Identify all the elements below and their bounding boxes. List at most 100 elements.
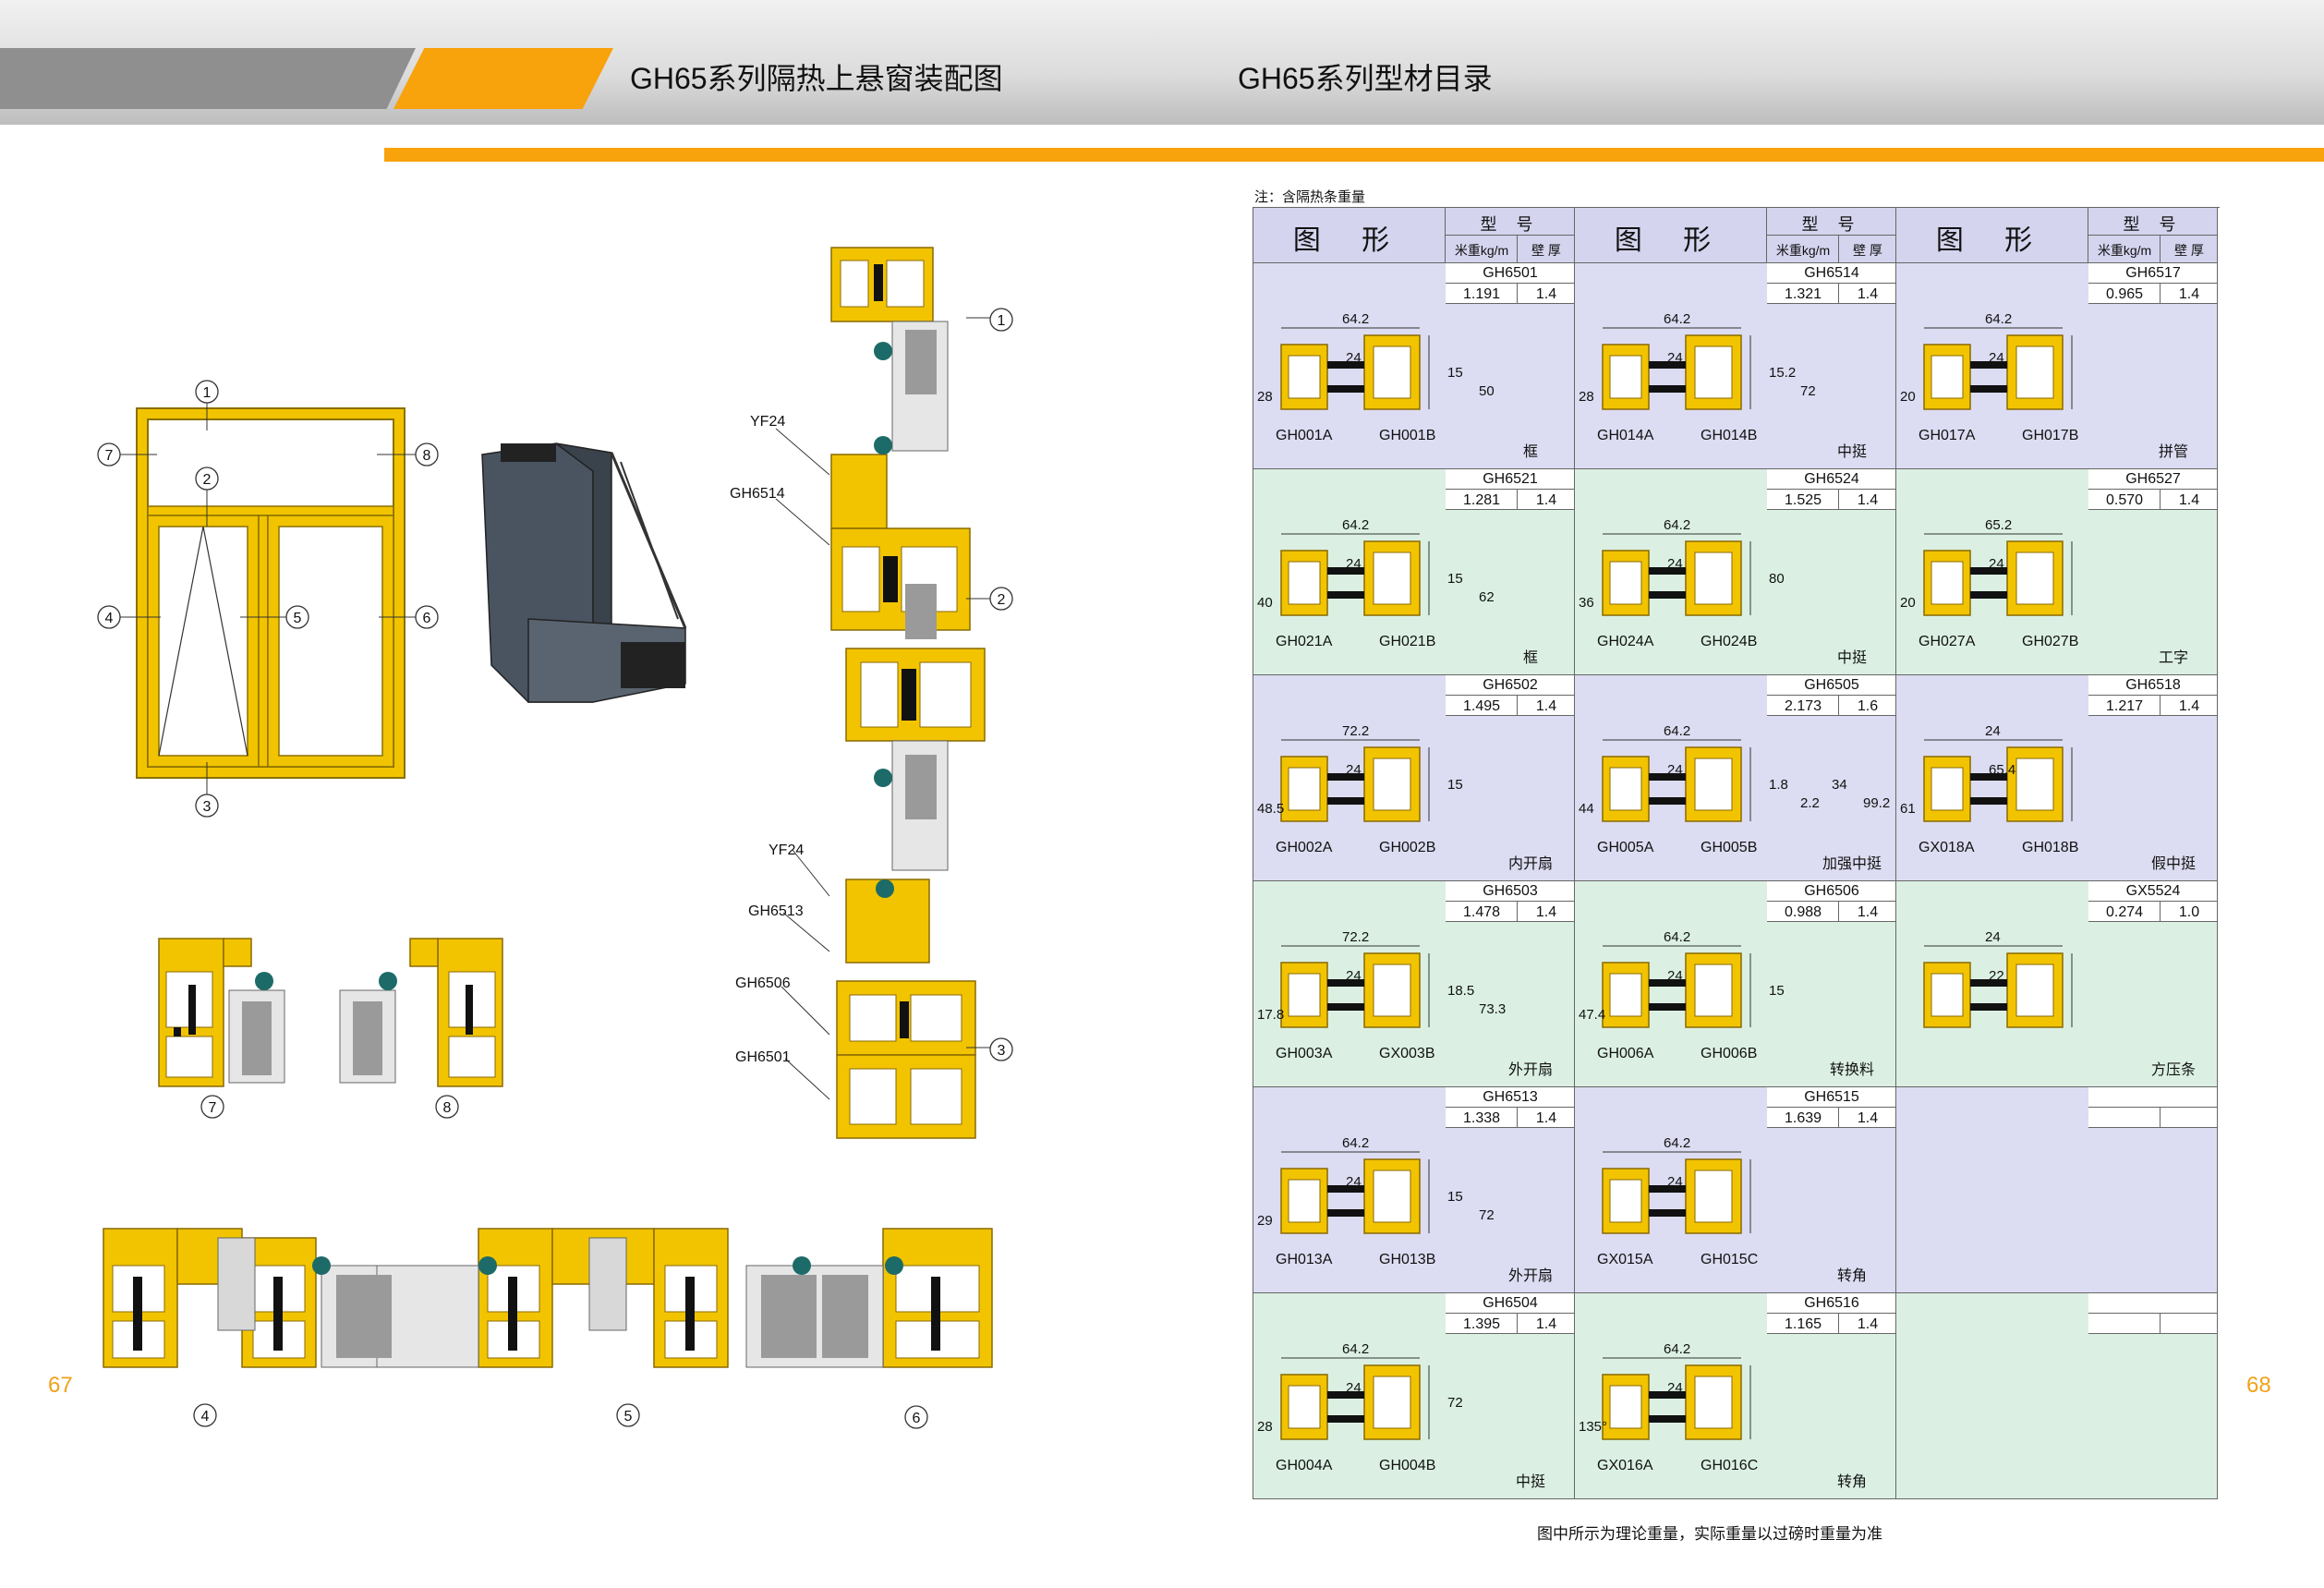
part-code: GH017A	[1919, 428, 1976, 443]
dimension-height: 28	[1579, 389, 1594, 405]
part-code: GH027B	[2022, 634, 2079, 649]
marker-5: 5	[294, 611, 302, 626]
dimension-glazing: 24	[1667, 350, 1683, 366]
page-number-left: 67	[48, 1373, 73, 1398]
dimension-glazing: 65.4	[1989, 762, 2016, 778]
weight-box	[1767, 490, 1839, 510]
profile-name: 方压条	[2150, 1062, 2196, 1078]
model-code-box	[2088, 263, 2218, 284]
profile-name: 中挺	[1836, 650, 1867, 666]
profile-section-drawing	[1280, 1357, 1430, 1440]
catalog-note: 注：含隔热条重量	[1254, 189, 1366, 205]
dimension-glazing: 24	[1989, 556, 2004, 572]
model-code: GH6514	[1804, 265, 1859, 281]
part-code: GH014B	[1701, 428, 1758, 443]
profile-section-drawing	[1602, 1357, 1751, 1440]
wall-value: 1.4	[1535, 492, 1557, 508]
wall-box	[1839, 490, 1896, 510]
dimension-extra: 15	[1447, 365, 1463, 381]
dimension-glazing: 24	[1667, 1174, 1683, 1190]
dimension-width: 72.2	[1342, 723, 1370, 739]
dimension-width: 64.2	[1664, 517, 1691, 533]
wall-box	[1518, 1314, 1575, 1334]
col-header-figure-label: 图 形	[1292, 225, 1407, 256]
label-gh6506: GH6506	[735, 976, 791, 991]
page-title-right: GH65系列型材目录	[1238, 62, 1493, 95]
dimension-extra: 15	[1447, 777, 1463, 793]
label-gh6501: GH6501	[735, 1049, 791, 1065]
vsec-marker-3: 3	[998, 1043, 1006, 1059]
weight-box	[2088, 284, 2161, 304]
marker-8: 8	[423, 448, 431, 464]
weight-value: 1.639	[1784, 1110, 1822, 1126]
profile-name: 转换料	[1829, 1062, 1874, 1078]
leader-lines	[775, 428, 830, 1100]
col-header-wall	[1518, 236, 1575, 263]
col-header-wall	[1839, 236, 1896, 263]
dimension-width: 64.2	[1664, 311, 1691, 327]
part-code: GH003A	[1276, 1046, 1333, 1061]
weight-value: 1.191	[1462, 286, 1501, 302]
wall-box	[2161, 1108, 2218, 1128]
wall-box	[1518, 902, 1575, 922]
marker-6: 6	[423, 611, 431, 626]
part-code: GX016A	[1597, 1458, 1653, 1473]
dimension-height: 135°	[1579, 1419, 1608, 1435]
profile-name: 外开扇	[1507, 1268, 1553, 1284]
vsec-marker-2: 2	[998, 592, 1006, 608]
dimension-width: 64.2	[1342, 517, 1370, 533]
col-header-model	[1767, 208, 1896, 236]
col-header-wall-label: 壁 厚	[1853, 243, 1882, 258]
col-header-wall-label: 壁 厚	[1531, 243, 1561, 258]
model-code-box	[1767, 1087, 1896, 1108]
dimension-glazing: 24	[1346, 1380, 1362, 1396]
weight-box	[1446, 696, 1518, 716]
profile-section-drawing	[1602, 327, 1751, 410]
weight-box	[2088, 1108, 2161, 1128]
wall-box	[2161, 696, 2218, 716]
model-code-box	[2088, 1293, 2218, 1314]
profile-section-drawing	[1923, 533, 2073, 616]
profile-name: 转角	[1836, 1474, 1867, 1490]
wall-box	[1518, 696, 1575, 716]
model-code: GH6503	[1483, 883, 1538, 899]
col-header-weight	[2088, 236, 2161, 263]
model-code: GH6504	[1483, 1295, 1538, 1311]
col-header-weight	[1446, 236, 1518, 263]
wall-value: 1.0	[2178, 904, 2200, 920]
dimension-width: 64.2	[1664, 723, 1691, 739]
part-code: GH014A	[1597, 428, 1654, 443]
col-header-wall	[2161, 236, 2218, 263]
orange-divider	[384, 148, 2324, 162]
model-code-box	[1767, 675, 1896, 696]
profile-name: 加强中挺	[1822, 856, 1882, 872]
col-header-model	[2088, 208, 2218, 236]
wall-box	[1839, 1108, 1896, 1128]
col-header-model-label: 型 号	[1801, 215, 1862, 234]
wall-box	[1839, 696, 1896, 716]
marker-4: 4	[105, 611, 114, 626]
wall-box	[2161, 902, 2218, 922]
profile-name: 工字	[2158, 650, 2188, 666]
wall-value: 1.4	[1857, 1316, 1879, 1332]
dimension-extra: 15	[1447, 571, 1463, 587]
weight-value: 0.965	[2105, 286, 2144, 302]
part-code: GH018B	[2022, 840, 2079, 855]
weight-box	[1767, 902, 1839, 922]
profile-section-drawing	[1602, 739, 1751, 822]
col-header-figure	[1575, 208, 1767, 263]
model-code: GX5524	[2125, 883, 2181, 899]
weight-box	[2088, 490, 2161, 510]
dimension-extra: 18.5	[1447, 983, 1475, 999]
weight-box	[1446, 1314, 1518, 1334]
dimension-height: 28	[1257, 1419, 1273, 1435]
weight-box	[1767, 284, 1839, 304]
model-code: GH6524	[1804, 471, 1859, 487]
model-code-box	[1767, 263, 1896, 284]
weight-box	[1446, 902, 1518, 922]
profile-section-drawing	[1280, 945, 1430, 1028]
wall-value: 1.4	[1535, 1110, 1557, 1126]
wall-value: 1.4	[1535, 286, 1557, 302]
dimension-extra: 50	[1479, 383, 1495, 399]
sec-marker-7: 7	[209, 1100, 217, 1116]
